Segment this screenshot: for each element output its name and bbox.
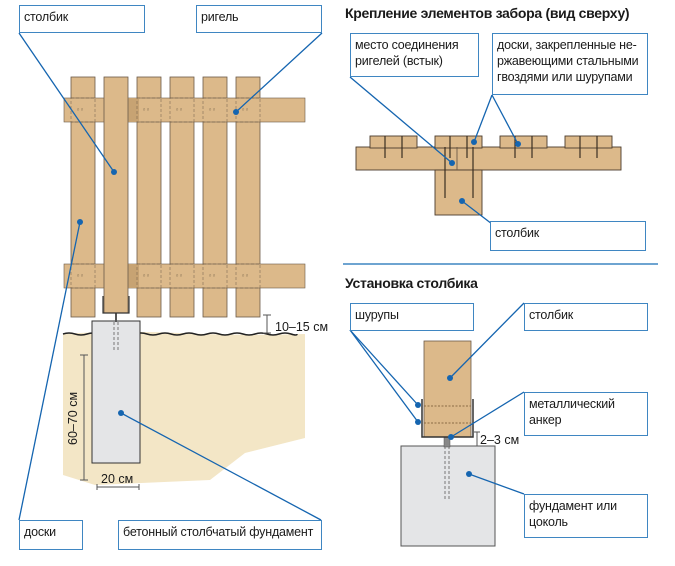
- label-base: фундамент или цоколь: [524, 494, 648, 538]
- callout-lines-main: [18, 32, 323, 521]
- svg-text:ᵒ ᵒ: ᵒ ᵒ: [242, 108, 249, 114]
- label-screws: шурупы: [350, 303, 474, 331]
- svg-text:ᵒ ᵒ: ᵒ ᵒ: [209, 274, 216, 280]
- fence-post: [103, 76, 129, 314]
- dim-anchor-gap: [474, 431, 480, 446]
- callout-dot-joint: [449, 160, 455, 166]
- svg-text:ᵒ ᵒ: ᵒ ᵒ: [77, 274, 84, 280]
- base-block: [400, 445, 496, 547]
- callout-dot-screw-b: [415, 419, 421, 425]
- dim-width: [96, 484, 140, 490]
- dim-ground-gap-label: 10–15 см: [275, 320, 328, 334]
- callout-dot-foundation: [118, 410, 124, 416]
- svg-text:ᵒ ᵒ: ᵒ ᵒ: [209, 108, 216, 114]
- label-top-post: столбик: [490, 221, 646, 251]
- concrete-foundation: [91, 320, 141, 464]
- top-view-drawing: [355, 135, 622, 216]
- dim-depth: [80, 354, 88, 481]
- label-boards: доски: [19, 520, 83, 550]
- callout-dot-rail: [233, 109, 239, 115]
- svg-text:ᵒ ᵒ: ᵒ ᵒ: [143, 108, 150, 114]
- svg-text:ᵒ ᵒ: ᵒ ᵒ: [242, 274, 249, 280]
- callout-dot-top-post: [459, 198, 465, 204]
- dim-anchor-gap-label: 2–3 см: [480, 433, 519, 447]
- svg-text:ᵒ ᵒ: ᵒ ᵒ: [176, 108, 183, 114]
- label-post: столбик: [19, 5, 145, 33]
- callout-dot-board-b: [515, 141, 521, 147]
- callout-dot-base: [466, 471, 472, 477]
- callout-dot-board-a: [471, 139, 477, 145]
- label-boards-fastened: доски, закрепленные не-ржавеющими стальн…: [492, 33, 648, 95]
- callout-dot-boards: [77, 219, 83, 225]
- dim-depth-label: 60–70 см: [66, 392, 80, 445]
- callout-dot-screw-a: [415, 402, 421, 408]
- svg-text:ᵒ ᵒ: ᵒ ᵒ: [176, 274, 183, 280]
- callout-lines-install: [349, 302, 525, 495]
- label-install-post: столбик: [524, 303, 648, 331]
- post-install-title: Установка столбика: [345, 275, 478, 291]
- callout-lines-top: [349, 76, 519, 225]
- metal-anchor-bracket: [421, 399, 474, 438]
- callout-dot-anchor: [448, 434, 454, 440]
- label-joint: место соединения ригелей (встык): [350, 33, 479, 77]
- dim-ground-gap: [263, 314, 271, 334]
- dim-width-label: 20 см: [101, 472, 133, 486]
- callout-dot-post: [111, 169, 117, 175]
- svg-text:ᵒ ᵒ: ᵒ ᵒ: [143, 274, 150, 280]
- svg-text:ᵒ ᵒ: ᵒ ᵒ: [77, 108, 84, 114]
- label-anchor: металлический анкер: [524, 392, 648, 436]
- label-rail: ригель: [196, 5, 322, 33]
- label-foundation: бетонный столбчатый фундамент: [118, 520, 322, 550]
- callout-dot-install-post: [447, 375, 453, 381]
- top-view-title: Крепление элементов забора (вид сверху): [345, 5, 630, 21]
